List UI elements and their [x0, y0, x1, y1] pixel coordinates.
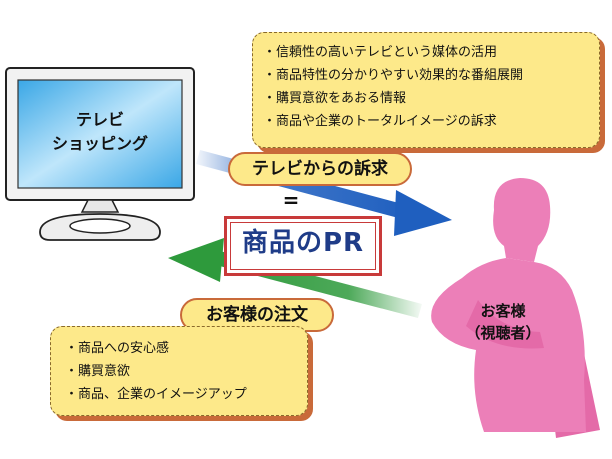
- tv-appeal-list: 信頼性の高いテレビという媒体の活用 商品特性の分かりやすい効果的な番組展開 購買…: [253, 33, 599, 133]
- tv-screen-line2: ショッピング: [51, 134, 148, 153]
- product-pr-label: 商品のPR: [230, 222, 376, 270]
- list-item: 商品特性の分かりやすい効果的な番組展開: [263, 64, 599, 87]
- customer-benefit-list: 商品への安心感 購買意欲 商品、企業のイメージアップ: [51, 327, 307, 406]
- customer-label-line2: （視聴者）: [465, 324, 541, 342]
- customer-benefit-note: 商品への安心感 購買意欲 商品、企業のイメージアップ: [50, 326, 308, 416]
- list-item: 購買意欲: [65, 360, 307, 383]
- list-item: 信頼性の高いテレビという媒体の活用: [263, 41, 599, 64]
- list-item: 購買意欲をあおる情報: [263, 87, 599, 110]
- appeal-label: テレビからの訴求: [228, 152, 412, 186]
- list-item: 商品、企業のイメージアップ: [65, 383, 307, 406]
- tv-monitor-icon: [5, 67, 195, 241]
- tv-screen-label: テレビ ショッピング: [18, 108, 182, 156]
- equals-sign: =: [282, 188, 300, 212]
- product-pr-box: 商品のPR: [224, 216, 382, 276]
- tv-screen-line1: テレビ: [75, 110, 124, 129]
- tv-appeal-note: 信頼性の高いテレビという媒体の活用 商品特性の分かりやすい効果的な番組展開 購買…: [252, 32, 600, 148]
- customer-label-line1: お客様: [480, 302, 526, 320]
- list-item: 商品や企業のトータルイメージの訴求: [263, 110, 599, 133]
- customer-silhouette-icon: [431, 178, 600, 438]
- list-item: 商品への安心感: [65, 337, 307, 360]
- customer-label: お客様 （視聴者）: [448, 300, 558, 344]
